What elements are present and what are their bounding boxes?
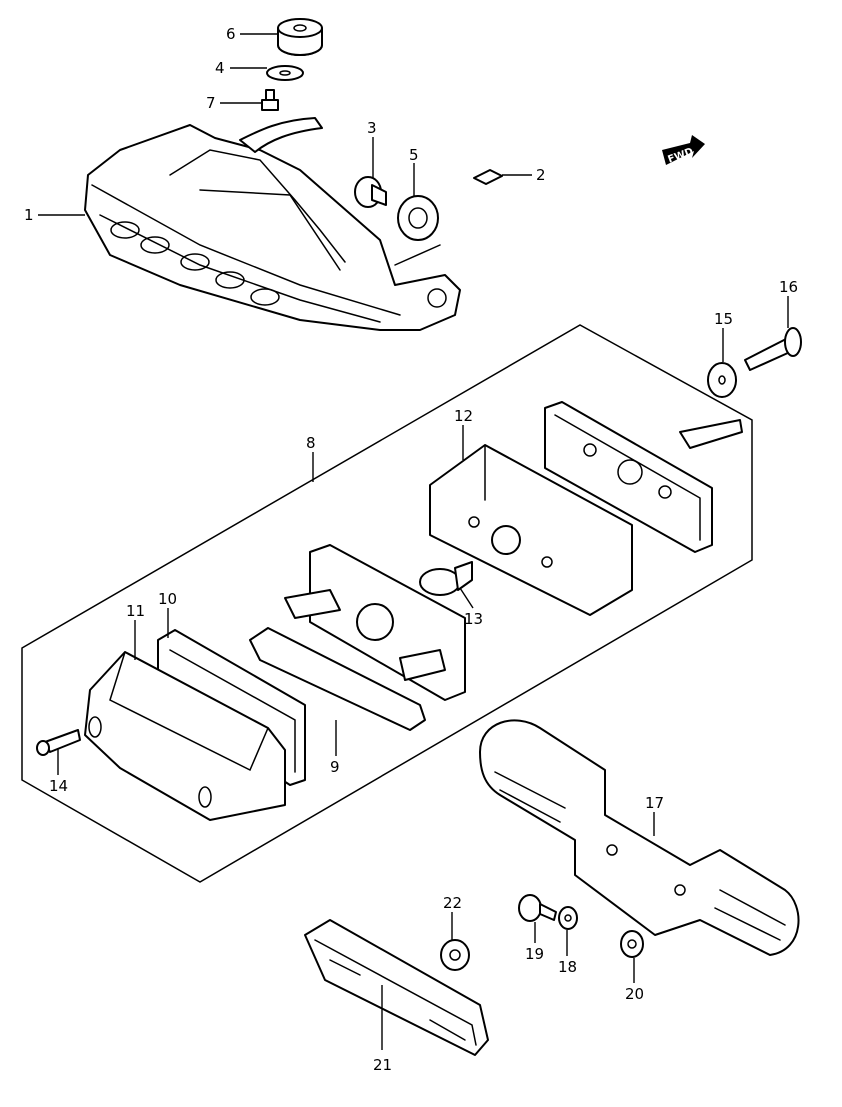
callout-9: 9 xyxy=(330,758,340,776)
washer-part-15 xyxy=(707,362,737,398)
screw-part-16 xyxy=(744,327,802,371)
callout-17: 17 xyxy=(645,794,664,812)
callout-14: 14 xyxy=(49,777,68,795)
callout-15: 15 xyxy=(714,310,733,328)
nut-part-22 xyxy=(440,939,470,971)
bolt-part-7 xyxy=(261,89,279,111)
callout-6: 6 xyxy=(226,25,236,43)
callout-11: 11 xyxy=(126,602,145,620)
callout-4: 4 xyxy=(215,59,225,77)
fwd-arrow-badge: FWD xyxy=(662,135,705,166)
reflector-part-21 xyxy=(304,919,489,1056)
callout-10: 10 xyxy=(158,590,177,608)
washer-part-4 xyxy=(266,65,304,81)
callout-7: 7 xyxy=(206,94,216,112)
callout-8: 8 xyxy=(306,434,316,452)
callout-5: 5 xyxy=(409,146,419,164)
plate-part-9 xyxy=(249,544,466,731)
callout-18: 18 xyxy=(558,958,577,976)
callout-21: 21 xyxy=(373,1056,392,1074)
callout-2: 2 xyxy=(536,166,546,184)
callout-13: 13 xyxy=(464,610,483,628)
nut-part-20 xyxy=(620,930,644,958)
lens-part-11 xyxy=(84,651,286,821)
callout-22: 22 xyxy=(443,894,462,912)
bulb-part-13 xyxy=(419,561,473,596)
bulb-socket-part-3 xyxy=(354,176,387,208)
gasket-rear xyxy=(544,401,743,553)
tail-light-housing xyxy=(84,117,461,331)
screw-part-14 xyxy=(36,729,81,756)
leader-13 xyxy=(459,587,474,609)
callout-1: 1 xyxy=(24,206,34,224)
callout-12: 12 xyxy=(454,407,473,425)
grommet-part-5 xyxy=(397,195,439,241)
grommet-part-6 xyxy=(277,18,323,56)
callout-20: 20 xyxy=(625,985,644,1003)
callout-16: 16 xyxy=(779,278,798,296)
lamp-body-part-12 xyxy=(429,444,633,616)
plate-part-2 xyxy=(473,169,503,185)
assembly-outline-part-8 xyxy=(21,324,753,883)
washer-part-18 xyxy=(558,906,578,930)
screw-part-19 xyxy=(518,894,557,922)
callout-19: 19 xyxy=(525,945,544,963)
callout-3: 3 xyxy=(367,119,377,137)
bracket-part-17 xyxy=(479,719,800,956)
